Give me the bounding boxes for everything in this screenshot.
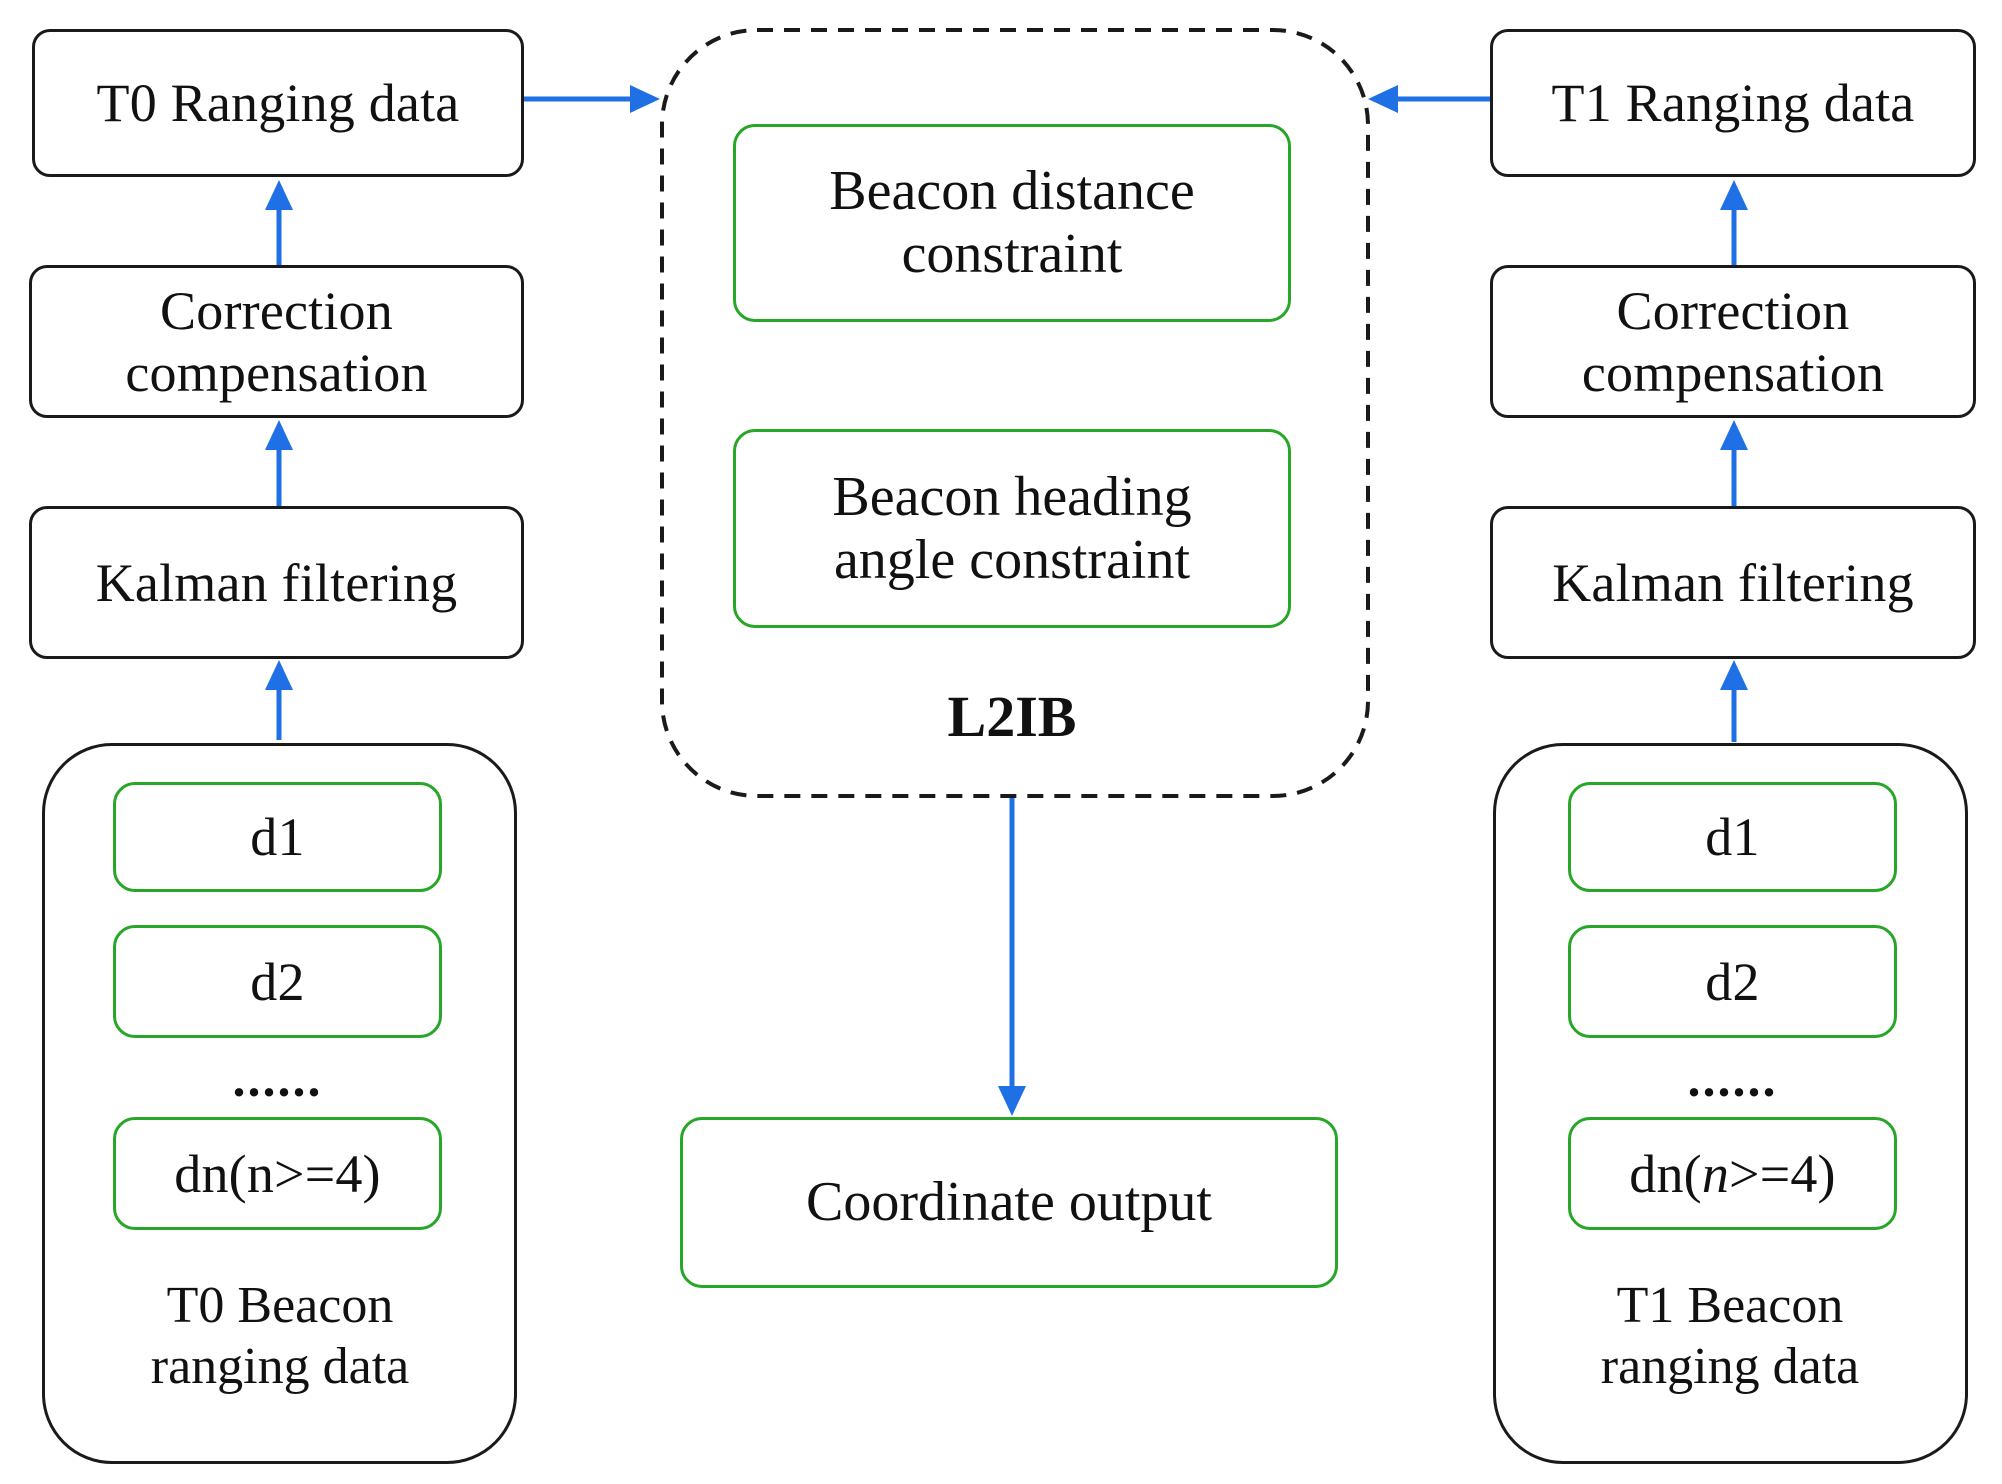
t1-ranging-data-text: T1 Ranging data — [1551, 73, 1915, 133]
t0-beacon-label-line-1: T0 Beacon — [166, 1277, 394, 1334]
right-beacon-d1-text: d1 — [1705, 807, 1760, 867]
right-kalman-filtering-text: Kalman filtering — [1552, 552, 1914, 613]
heading-constraint-line-1: Beacon heading — [832, 465, 1192, 528]
t1-ranging-data-box: T1 Ranging data — [1490, 29, 1976, 177]
left-beacon-d1-box: d1 — [113, 782, 442, 892]
right-beacon-d2-box: d2 — [1568, 925, 1897, 1038]
left-kalman-filtering-text: Kalman filtering — [95, 552, 458, 613]
left-correction-compensation-box: Correction compensation — [29, 265, 524, 418]
t0-ranging-data-box: T0 Ranging data — [32, 29, 524, 177]
l2ib-label: L2IB — [947, 684, 1077, 749]
heading-constraint-line-2: angle constraint — [833, 528, 1191, 591]
t1-beacon-label: T1 Beacon ranging data — [1540, 1275, 1920, 1397]
right-beacon-dn-box: dn(n>=4) — [1568, 1117, 1897, 1230]
arrowhead-left-correction — [265, 420, 293, 450]
arrowhead-left-ranging — [265, 180, 293, 210]
l2ib-container — [660, 28, 1370, 798]
t0-beacon-label-line-2: ranging data — [150, 1338, 410, 1395]
right-dn-prefix: dn( — [1629, 1143, 1702, 1204]
t1-beacon-group — [1493, 743, 1968, 1464]
right-beacon-ellipsis: ...... — [1687, 1051, 1778, 1108]
right-dn-suffix: >=4) — [1729, 1143, 1836, 1204]
left-beacon-dn-box: dn(n>=4) — [113, 1117, 442, 1230]
arrowhead-left-kalman — [265, 660, 293, 690]
left-dn-suffix: >=4) — [274, 1143, 381, 1204]
t1-beacon-label-line-1: T1 Beacon — [1616, 1277, 1844, 1334]
left-beacon-d2-text: d2 — [250, 951, 305, 1012]
left-dn-var: n — [246, 1143, 275, 1204]
t0-beacon-label: T0 Beacon ranging data — [90, 1275, 470, 1397]
left-beacon-dn-text: dn(n>=4) — [174, 1143, 381, 1205]
coordinate-output-box: Coordinate output — [680, 1117, 1338, 1288]
beacon-distance-constraint-box: Beacon distance constraint — [733, 124, 1291, 322]
distance-constraint-line-1: Beacon distance — [829, 160, 1195, 222]
coordinate-output-text: Coordinate output — [806, 1171, 1212, 1233]
distance-constraint-line-2: constraint — [901, 223, 1123, 285]
right-beacon-d2-text: d2 — [1705, 951, 1760, 1012]
right-beacon-d1-box: d1 — [1568, 782, 1897, 892]
arrowhead-t0-to-l2ib — [630, 85, 660, 113]
arrowhead-right-kalman — [1720, 660, 1748, 690]
arrowhead-right-ranging — [1720, 180, 1748, 210]
left-beacon-d1-text: d1 — [250, 807, 305, 867]
right-kalman-filtering-box: Kalman filtering — [1490, 506, 1976, 659]
right-beacon-dn-text: dn(n>=4) — [1629, 1143, 1836, 1205]
arrowhead-t1-to-l2ib — [1368, 85, 1398, 113]
right-correction-compensation-box: Correction compensation — [1490, 265, 1976, 418]
t0-ranging-data-text: T0 Ranging data — [96, 73, 460, 133]
left-correction-line-2: compensation — [125, 342, 428, 403]
right-correction-line-1: Correction — [1616, 280, 1850, 341]
right-correction-line-2: compensation — [1581, 342, 1885, 403]
beacon-heading-angle-constraint-box: Beacon heading angle constraint — [733, 429, 1291, 628]
right-dn-var: n — [1701, 1143, 1730, 1204]
arrowhead-output — [998, 1086, 1026, 1116]
t0-beacon-group — [42, 743, 517, 1464]
t1-beacon-label-line-2: ranging data — [1600, 1338, 1860, 1395]
left-beacon-ellipsis: ...... — [232, 1051, 323, 1108]
left-beacon-d2-box: d2 — [113, 925, 442, 1038]
left-correction-line-1: Correction — [160, 280, 393, 341]
arrowhead-right-correction — [1720, 420, 1748, 450]
left-dn-prefix: dn( — [174, 1143, 247, 1204]
left-kalman-filtering-box: Kalman filtering — [29, 506, 524, 659]
